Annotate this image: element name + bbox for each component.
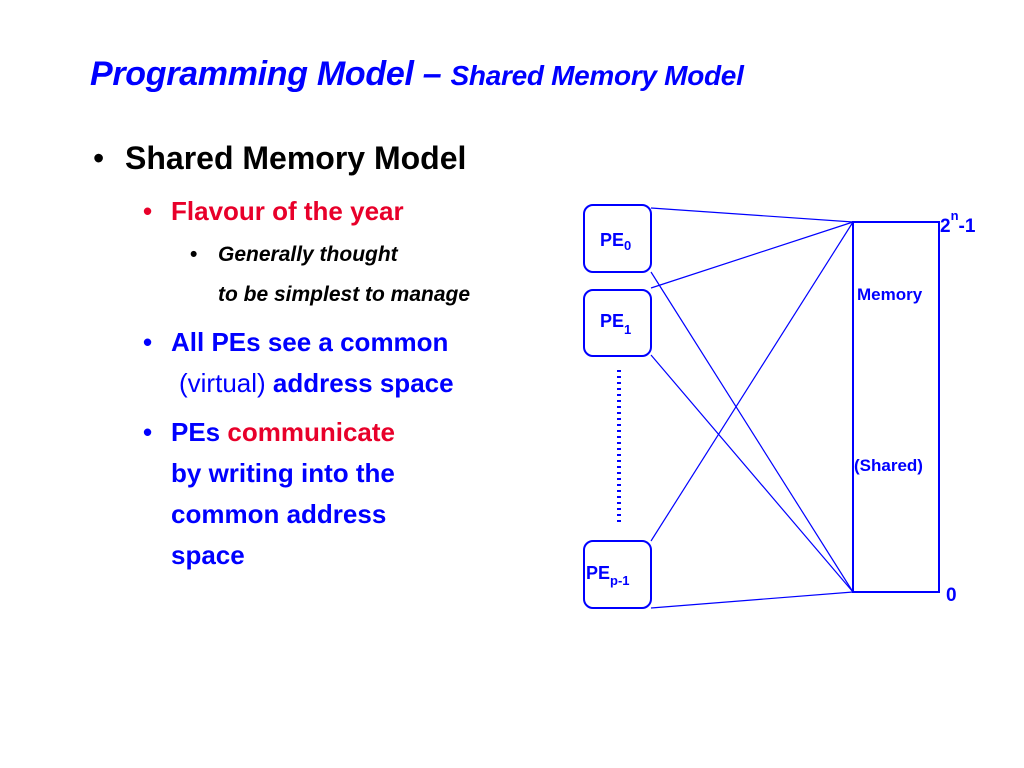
bullet-text-line1: All PEs see a common bbox=[171, 327, 449, 357]
bullet-text-line1: PEs communicate bbox=[171, 412, 395, 453]
memory-box bbox=[852, 221, 940, 593]
pe1-box bbox=[583, 289, 652, 357]
bullet-text-line3: common address bbox=[171, 499, 387, 529]
title-main: Programming Model – bbox=[90, 55, 442, 93]
slide-title: Programming Model – Shared Memory Model bbox=[90, 52, 744, 98]
line-pe1-top bbox=[650, 221, 854, 289]
bullet-text-block: PEs communicate by writing into the comm… bbox=[171, 412, 395, 576]
line-pep-bottom bbox=[650, 591, 854, 609]
top-address-label: 2n-1 bbox=[940, 208, 976, 237]
title-subtitle: Shared Memory Model bbox=[450, 60, 744, 91]
line-pep-top bbox=[650, 221, 854, 542]
bullet-text: Shared Memory Model bbox=[125, 140, 467, 176]
bullet-dot: • bbox=[143, 417, 153, 447]
bullet-dot: • bbox=[143, 327, 153, 357]
bottom-address-label: 0 bbox=[946, 585, 957, 606]
memory-label: Memory bbox=[857, 285, 923, 304]
bullet-text-block: All PEs see a common (virtual) address s… bbox=[171, 322, 454, 404]
bullet-text-line1: Generally thought bbox=[218, 243, 398, 266]
pes-word: PEs bbox=[171, 417, 221, 447]
virtual-word: (virtual) bbox=[179, 368, 266, 398]
address-space-words: address space bbox=[272, 368, 454, 398]
pep-label: PEp-1 bbox=[586, 563, 630, 588]
pe1-label: PE1 bbox=[600, 311, 631, 337]
pe0-box bbox=[583, 204, 652, 273]
bullet-dot: • bbox=[190, 243, 198, 266]
connection-lines bbox=[650, 207, 854, 609]
line-pe0-bottom bbox=[650, 271, 854, 593]
bullet-text-line2: by writing into the bbox=[171, 458, 395, 488]
bullet-text-line2: to be simplest to manage bbox=[218, 283, 471, 306]
pep-box bbox=[583, 540, 652, 609]
line-pe0-top bbox=[650, 207, 854, 223]
bullet-dot: • bbox=[93, 140, 105, 176]
communicate-word: communicate bbox=[227, 417, 395, 447]
bullet-text-line2: (virtual) address space bbox=[171, 363, 454, 404]
shared-memory-diagram: PE0 PE1 PEp-1 Memory (Shared) 2n-1 0 bbox=[583, 204, 976, 609]
line-pe1-bottom bbox=[650, 354, 854, 593]
pe0-label: PE0 bbox=[600, 230, 631, 253]
bullet-text: Flavour of the year bbox=[171, 196, 404, 226]
bullet-dot: • bbox=[143, 196, 153, 226]
shared-label: (Shared) bbox=[854, 456, 923, 475]
bullet-text-line4: space bbox=[171, 540, 245, 570]
